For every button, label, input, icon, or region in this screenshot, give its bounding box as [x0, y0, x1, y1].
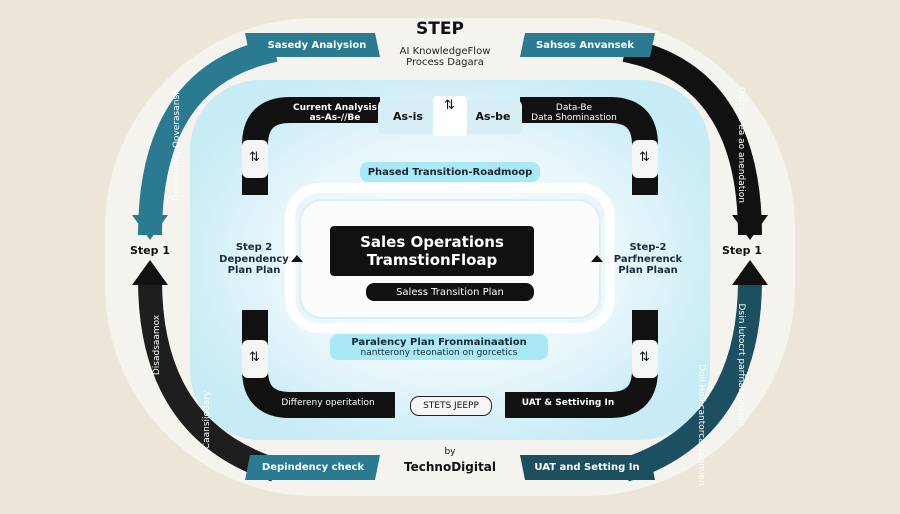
banner-top-right-label: Sahsos Anvansek: [536, 40, 634, 51]
differency-label: Differeny operitation: [281, 398, 375, 408]
roadmap-pill: Phased Transition-Roadmoop: [360, 162, 540, 182]
footer-by: by: [444, 447, 456, 457]
center-title-line-1: Sales Operations: [360, 233, 504, 251]
as-is-label: As-is: [393, 110, 423, 123]
outer-right-lower-label: Dsin lutocrt parfnaatansion: [735, 303, 746, 427]
diagram-subtitle: AI KnowledgeFlow Process Dagara: [375, 46, 515, 68]
swap-up-down-icon: ⇅: [444, 98, 455, 113]
outer-right-bottom-label: Doil Holl cantorcastanmien: [695, 364, 706, 486]
data-be-line-1: Data-Be: [555, 103, 593, 113]
outer-arc-top-right: [622, 38, 762, 236]
arrows-up-down-icon-bl: ⇅: [249, 350, 260, 365]
data-be-label: Data-Be Data Shominastion: [524, 103, 624, 124]
step2-right-line-3: Plan Plaan: [618, 265, 678, 276]
step-right-label: Step 1: [722, 244, 762, 257]
outer-left-lower-label: Disadsaamox: [152, 314, 163, 376]
step-left-label: Step 1: [130, 244, 170, 257]
diagram-title: STEP: [416, 19, 464, 39]
step2-right-line-2: Parfnerenck: [613, 253, 683, 265]
tri-right: [591, 255, 603, 262]
step2-left-line-1: Step 2: [235, 242, 273, 253]
arrow-up-right: [732, 260, 768, 285]
arrow-down-right: [732, 215, 768, 240]
center-title-line-2: TramstionFloap: [366, 251, 498, 269]
banner-bottom-left: [245, 455, 380, 480]
inner-white-frame: [285, 183, 615, 333]
banner-bottom-right-label: UAT and Setting In: [534, 462, 640, 473]
outer-arc-bottom-left: [138, 279, 279, 482]
paralency-pill: Paralency Plan Fronmainaation nantterony…: [330, 334, 548, 360]
arrows-up-down-icon-br: ⇅: [639, 350, 650, 365]
banner-top-left-label: Sasedy Analysion: [267, 40, 367, 51]
connector-bl: [242, 340, 268, 378]
tri-left: [291, 255, 303, 262]
banner-bottom-left-label: Depindency check: [261, 462, 365, 473]
banner-top-right: [520, 33, 655, 57]
current-analysis-line-1: Current Analysis: [292, 103, 378, 113]
current-analysis-line-2: as-As-//Be: [309, 112, 361, 123]
paralency-line-2: nantterony rteonation on gorcetics: [360, 347, 518, 358]
outer-arc-top-left: [138, 38, 278, 236]
step2-right-line-1: Step-2: [629, 242, 667, 253]
swap-box: [433, 96, 467, 136]
outer-left-upper-label: Dommune, Ooverasansh: [172, 89, 183, 201]
arrows-up-down-icon-tl: ⇅: [249, 150, 260, 165]
data-be-line-2: Data Shominastion: [531, 112, 617, 123]
connector-tl: [242, 140, 268, 178]
subtitle-line-1: AI KnowledgeFlow: [399, 46, 491, 57]
arrows-up-down-icon-tr: ⇅: [639, 150, 650, 165]
step2-left-line-3: Plan Plan: [227, 265, 281, 276]
transition-plan-pill: Saless Transition Plan: [366, 283, 534, 301]
as-be-label: As-be: [475, 110, 511, 123]
outer-left-bottom-label: Caansiiodary: [202, 390, 213, 450]
banner-top-left: [245, 33, 380, 57]
center-title-box: Sales Operations TramstionFloap: [330, 226, 534, 276]
step2-left-line-2: Dependency: [219, 253, 289, 265]
uat-inner-label: UAT & Settiving In: [521, 398, 615, 408]
outer-arc-bottom-right: [621, 279, 762, 482]
banner-bottom-right: [520, 455, 655, 480]
connector-br: [632, 340, 658, 378]
subtitle-line-2: Process Dagara: [406, 57, 484, 68]
current-analysis-label: Current Analysis as-As-//Be: [290, 103, 380, 124]
step2-right-block: Step-2 Parfnerenck Plan Plaan: [604, 242, 692, 277]
arrow-up-left: [132, 260, 168, 285]
outer-right-upper-label: Datrbte ea ao anendation: [735, 86, 746, 203]
steps-button[interactable]: STETS JEEPP: [410, 396, 492, 416]
paralency-line-1: Paralency Plan Fronmainaation: [351, 336, 527, 348]
footer-brand: TechnoDigital: [404, 460, 496, 474]
arrow-down-left: [132, 215, 168, 240]
connector-tr: [632, 140, 658, 178]
step2-left-block: Step 2 Dependency Plan Plan: [210, 242, 298, 277]
